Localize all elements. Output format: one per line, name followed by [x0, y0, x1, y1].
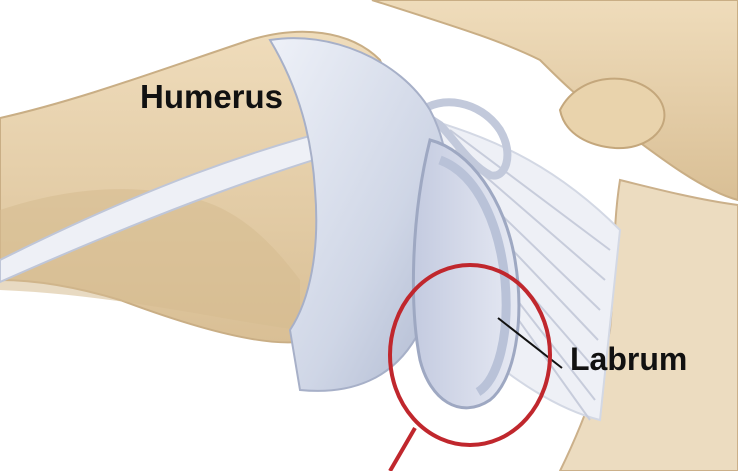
humerus-label: Humerus [140, 80, 283, 113]
labrum-label: Labrum [570, 343, 687, 375]
